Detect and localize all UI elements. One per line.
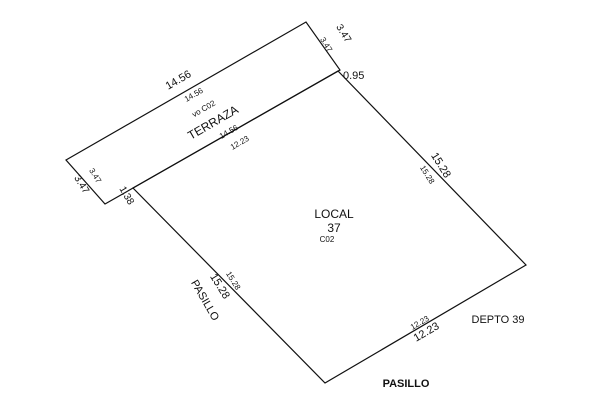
local-label: LOCAL <box>314 207 354 221</box>
local-right-dimension-inner: 15.28 <box>418 164 437 186</box>
terraza-left-dimension-inner: 3.47 <box>87 167 103 185</box>
terraza-bottom-dimension-lower: 12.23 <box>229 134 251 152</box>
local-code: C02 <box>320 235 335 244</box>
terraza-outline <box>65 21 341 205</box>
local-outline <box>132 70 527 384</box>
terraza-left-dimension-outer: 3.47 <box>71 174 91 197</box>
local-top-right-offset: 0.95 <box>343 70 364 82</box>
terraza-top-dimension-inner: 14.56 <box>183 86 205 104</box>
local-number: 37 <box>327 221 341 235</box>
terraza-right-dimension-inner: 3.47 <box>318 36 334 54</box>
terraza-right-dimension-outer: 3.47 <box>333 23 353 46</box>
depto-39-label: DEPTO 39 <box>472 314 525 326</box>
pasillo-bottom-label: PASILLO <box>383 378 430 390</box>
